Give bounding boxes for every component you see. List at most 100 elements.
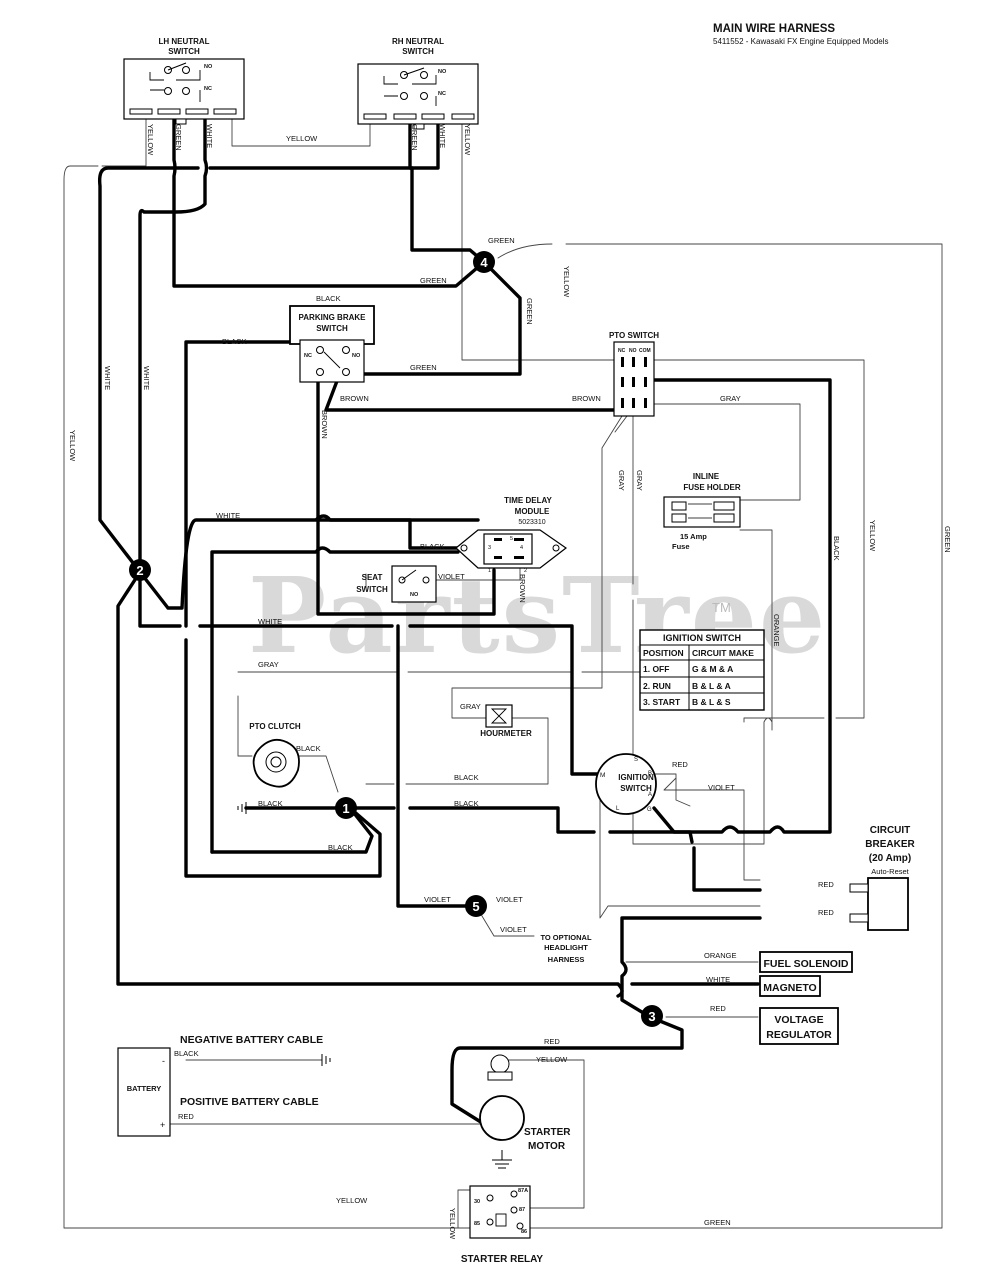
- label-brown-1: BROWN: [340, 394, 369, 403]
- breaker-label-3: (20 Amp): [869, 853, 911, 864]
- label-red-3: RED: [818, 908, 834, 917]
- time-delay-part: 5023310: [518, 519, 545, 526]
- relay-85: 85: [474, 1221, 480, 1227]
- ignition-table-row-3-make: B & L & S: [692, 697, 731, 707]
- rh-neutral-label-2: SWITCH: [402, 47, 434, 56]
- label-green-v1: GREEN: [174, 124, 183, 151]
- wire-green-lh-4: [172, 116, 486, 288]
- ignition-table-row-1-pos: 1. OFF: [643, 664, 669, 674]
- label-white-3: WHITE: [706, 975, 730, 984]
- wire-white-lh: [138, 116, 600, 776]
- seat-label-2: SWITCH: [356, 585, 388, 594]
- label-yellow-v1: YELLOW: [146, 124, 155, 156]
- label-violet-1: VIOLET: [438, 572, 465, 581]
- label-brown-2: BROWN: [572, 394, 601, 403]
- time-delay-label-1: TIME DELAY: [504, 496, 552, 505]
- node-4: [473, 251, 495, 273]
- fuse-holder-label-1: INLINE: [693, 472, 720, 481]
- regulator-label-1: VOLTAGE: [774, 1014, 823, 1026]
- label-white-1: WHITE: [216, 511, 240, 520]
- diagram-title: MAIN WIRE HARNESS: [713, 23, 835, 35]
- headlight-label-2: HEADLIGHT: [544, 943, 588, 952]
- wire-battery-cables: [169, 1059, 485, 1125]
- label-green-4: GREEN: [704, 1218, 731, 1227]
- inline-fuse-holder: INLINE FUSE HOLDER 15 Amp Fuse: [663, 472, 741, 551]
- relay-86: 86: [521, 1229, 527, 1235]
- ignition-table-title: IGNITION SWITCH: [663, 633, 741, 643]
- label-black-3: BLACK: [420, 542, 445, 551]
- label-gray-1: GRAY: [720, 394, 741, 403]
- td-pin-5: 5: [510, 536, 513, 542]
- ignition-table-row-1-make: G & M & A: [692, 664, 733, 674]
- label-yellow-1: YELLOW: [286, 134, 318, 143]
- node-5: [465, 895, 487, 917]
- starter-relay: 30 87A 87 85 86 STARTER RELAY: [461, 1185, 543, 1265]
- headlight-note: TO OPTIONAL HEADLIGHT HARNESS: [540, 933, 592, 964]
- label-black-6: BLACK: [258, 799, 283, 808]
- wire-gray-pto-fuse2: [632, 415, 773, 845]
- node-3: [641, 1005, 663, 1027]
- battery-pos: +: [160, 1120, 165, 1130]
- pb-nc: NC: [304, 353, 312, 359]
- label-brown-v2: BROWN: [518, 574, 527, 603]
- label-black-5: BLACK: [454, 773, 479, 782]
- ignition-table-header-circuit: CIRCUIT MAKE: [692, 648, 754, 658]
- wire-black-1-loop: [210, 806, 374, 854]
- wire-color-labels: YELLOW GREEN GREEN BLACK BLACK GREEN BRO…: [68, 124, 952, 1240]
- output-boxes: FUEL SOLENOID MAGNETO VOLTAGE REGULATOR: [759, 951, 853, 1045]
- node-2-label: 2: [136, 563, 143, 578]
- relay-87a: 87A: [518, 1188, 528, 1194]
- neg-cable-label: NEGATIVE BATTERY CABLE: [180, 1034, 323, 1046]
- fuse-label-1: 15 Amp: [680, 532, 707, 541]
- wire-black-clutch: [293, 755, 339, 793]
- seat-no: NO: [410, 592, 419, 598]
- watermark-tm: TM: [712, 600, 731, 615]
- time-delay-label-2: MODULE: [515, 507, 550, 516]
- wire-violet-headlight: [475, 905, 535, 937]
- ign-pin-a: A: [648, 792, 652, 798]
- rh-nc: NC: [438, 91, 446, 97]
- hourmeter: HOURMETER: [480, 704, 532, 738]
- fuse-label-2: Fuse: [672, 542, 690, 551]
- wire-violet-ign: [663, 777, 761, 881]
- node-1: [335, 797, 357, 819]
- hourmeter-label: HOURMETER: [480, 729, 532, 738]
- label-green-3: GREEN: [410, 363, 437, 372]
- magneto-label: MAGNETO: [763, 982, 816, 994]
- rh-neutral-label-1: RH NEUTRAL: [392, 37, 444, 46]
- rh-neutral-switch: RH NEUTRAL SWITCH NO NC: [357, 37, 479, 130]
- label-orange-1: ORANGE: [704, 951, 737, 960]
- wire-black-hourmeter: [365, 717, 549, 785]
- node-1-label: 1: [342, 801, 349, 816]
- wire-yellow-pto-relay: [743, 717, 825, 723]
- ignition-label-2: SWITCH: [620, 784, 652, 793]
- node-2: [129, 559, 151, 581]
- label-black-8: BLACK: [328, 843, 353, 852]
- wire-violet-5: [599, 799, 761, 919]
- ign-pin-g: G: [647, 807, 652, 813]
- breaker-label-1: CIRCUIT: [870, 825, 911, 836]
- label-violet-2: VIOLET: [708, 783, 735, 792]
- label-brown-v1: BROWN: [320, 410, 329, 439]
- lh-neutral-label-2: SWITCH: [168, 47, 200, 56]
- wire-green-4-relay: [497, 243, 943, 1229]
- ign-pin-s: S: [634, 757, 638, 763]
- label-green-v3: GREEN: [525, 298, 534, 325]
- diagram-subtitle: 5411552 - Kawasaki FX Engine Equipped Mo…: [713, 37, 889, 46]
- wire-yellow-lh: [63, 117, 471, 1229]
- label-gray-2: GRAY: [258, 660, 279, 669]
- wire-gray-clutch: [237, 695, 253, 757]
- label-yellow-v2: YELLOW: [463, 124, 472, 156]
- label-violet-5: VIOLET: [500, 925, 527, 934]
- label-black-v1: BLACK: [832, 536, 841, 561]
- td-pin-2: 2: [524, 568, 527, 574]
- node-4-label: 4: [480, 255, 488, 270]
- ignition-table: IGNITION SWITCH POSITION CIRCUIT MAKE 1.…: [639, 629, 765, 711]
- label-white-v2: WHITE: [438, 124, 447, 148]
- wire-black-td: [210, 546, 460, 854]
- headlight-label-1: TO OPTIONAL: [540, 933, 592, 942]
- label-red-1: RED: [672, 760, 688, 769]
- label-white-v3: WHITE: [103, 366, 112, 390]
- pb-no: NO: [352, 353, 361, 359]
- relay-87: 87: [519, 1207, 525, 1213]
